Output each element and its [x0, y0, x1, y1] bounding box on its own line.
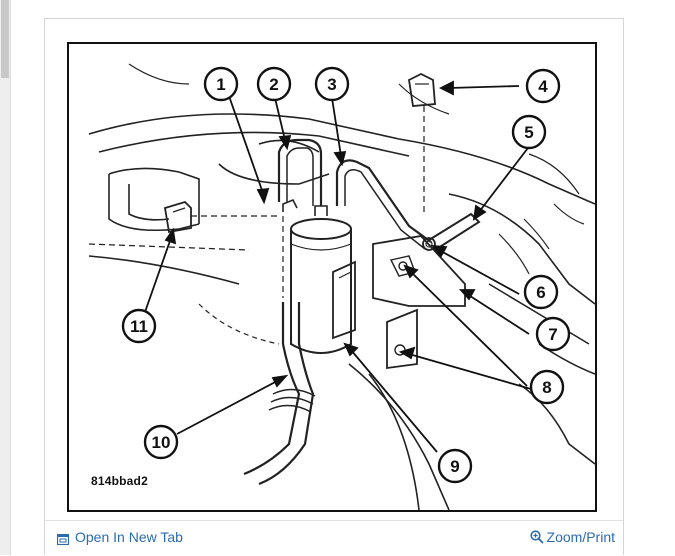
callout-11: 11	[130, 317, 148, 336]
open-new-tab-label: Open In New Tab	[75, 529, 183, 545]
callout-3: 3	[327, 75, 336, 94]
open-new-tab-link[interactable]: Open In New Tab	[56, 529, 183, 545]
callout-1: 1	[216, 75, 225, 94]
callout-8: 8	[542, 378, 551, 397]
zoom-print-label: Zoom/Print	[546, 529, 615, 545]
callout-9: 9	[450, 457, 459, 476]
scrollbar-thumb[interactable]	[1, 0, 9, 78]
open-tab-icon	[56, 532, 70, 545]
page-scrollbar[interactable]	[0, 0, 11, 555]
diagram-drawing: 1 2 3 4 5 6 7 8 9 10 11	[88, 63, 595, 510]
zoom-icon	[529, 530, 544, 544]
callout-5: 5	[524, 123, 533, 142]
zoom-print-link[interactable]: Zoom/Print	[529, 529, 615, 545]
callout-6: 6	[536, 283, 545, 302]
callout-4: 4	[538, 77, 548, 96]
parts-diagram: 1 2 3 4 5 6 7 8 9 10 11 814bbad2	[67, 42, 597, 512]
figure-code: 814bbad2	[91, 474, 148, 488]
image-action-bar: Open In New Tab Zoom/Print	[45, 520, 623, 556]
callout-10: 10	[152, 433, 171, 452]
callout-2: 2	[269, 75, 278, 94]
callout-7: 7	[548, 325, 557, 344]
